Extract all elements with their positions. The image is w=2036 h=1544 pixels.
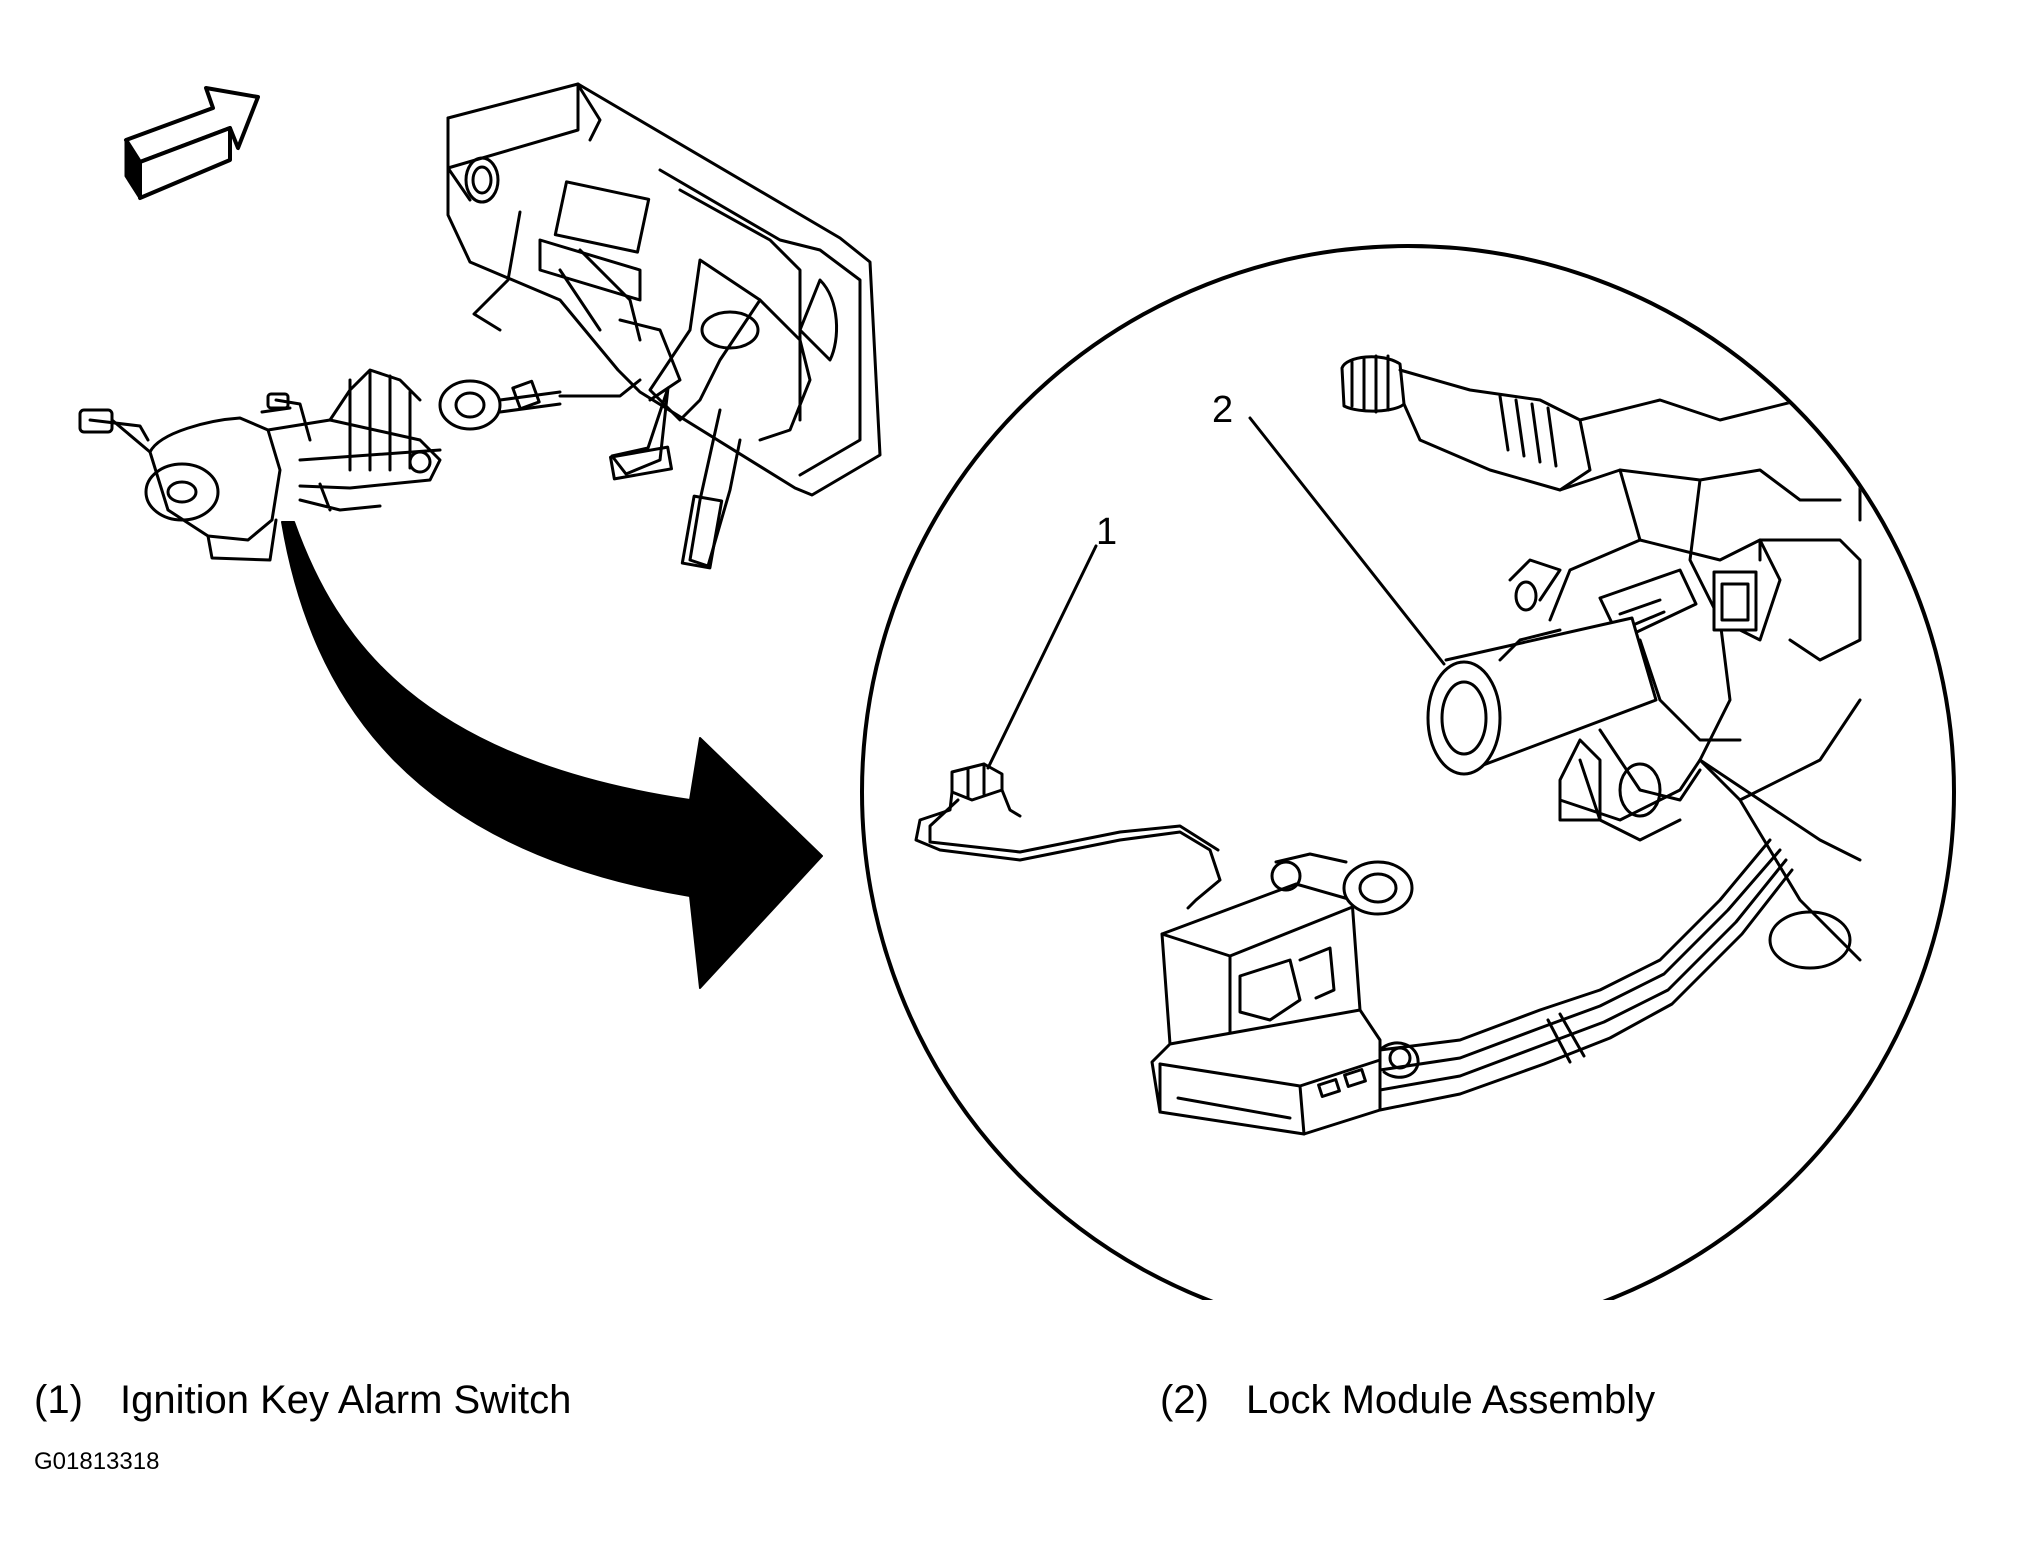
zoom-arrow-icon xyxy=(281,521,823,989)
figure-id: G01813318 xyxy=(34,1448,160,1475)
legend-label: Ignition Key Alarm Switch xyxy=(120,1378,572,1422)
callout-leader-1 xyxy=(986,544,1098,770)
ignition-key-alarm-switch xyxy=(914,762,1222,910)
callout-leader-2 xyxy=(1248,416,1446,666)
legend-item-2: (2) Lock Module Assembly xyxy=(1160,1378,1655,1423)
legend-number: (2) xyxy=(1160,1378,1209,1422)
view-direction-arrow-icon xyxy=(124,86,260,200)
legend-number: (1) xyxy=(34,1378,83,1422)
callout-label-1: 1 xyxy=(1096,511,1117,553)
steering-column xyxy=(78,368,642,562)
lock-cylinder xyxy=(1426,616,1702,842)
exploded-diagram: 1 2 xyxy=(78,82,1956,1300)
dash-assembly xyxy=(446,82,882,570)
legend-label: Lock Module Assembly xyxy=(1246,1378,1656,1422)
wiring-harness xyxy=(1378,838,1794,1112)
legend-item-1: (1) Ignition Key Alarm Switch xyxy=(34,1378,571,1423)
detail-view-circle xyxy=(860,244,1956,1300)
callout-label-2: 2 xyxy=(1212,389,1233,431)
lock-module-connector xyxy=(1150,852,1420,1136)
